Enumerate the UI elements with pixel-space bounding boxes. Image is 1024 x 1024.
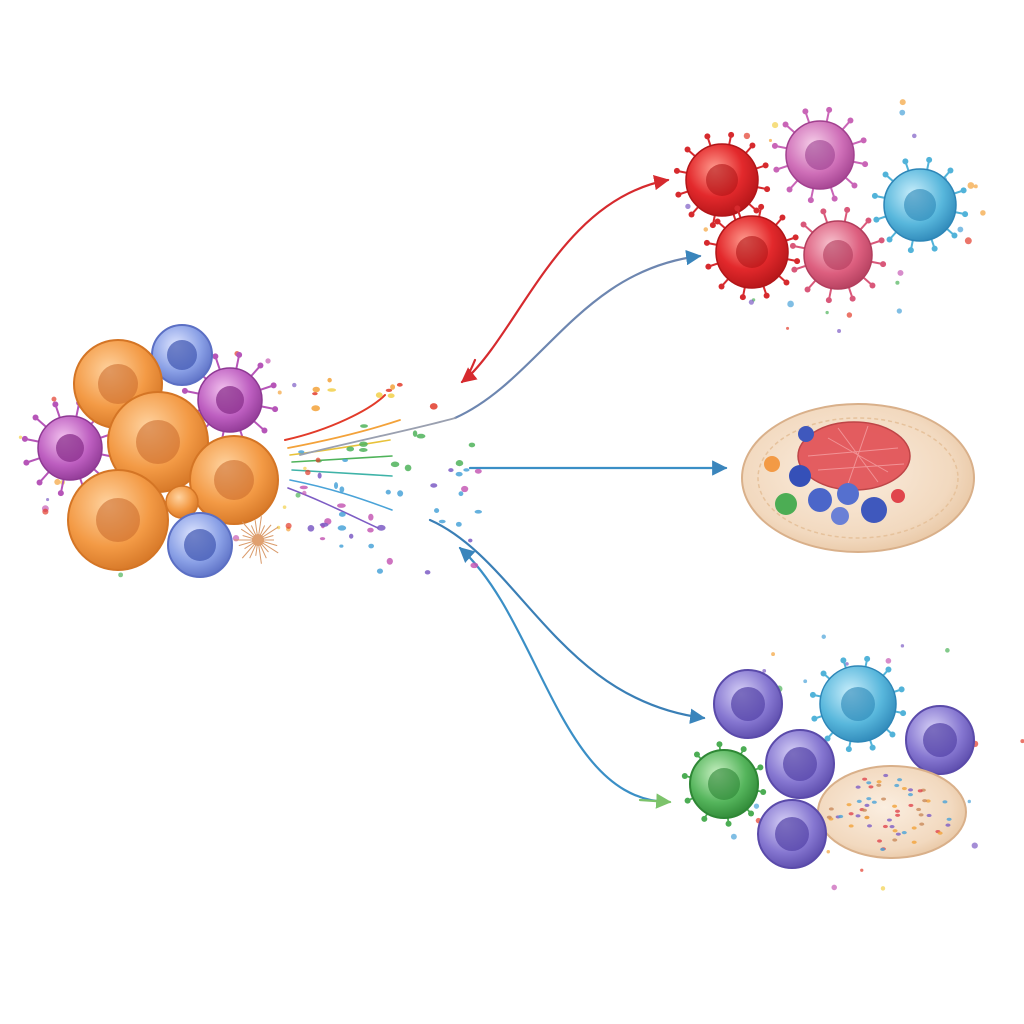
arrow-to-bottom-green-cell — [458, 546, 670, 804]
target-group-top — [673, 106, 969, 304]
source-cell-cluster — [21, 324, 279, 578]
arrow-bottom-green-head — [638, 793, 672, 809]
arrow-to-bottom-violet-cell — [428, 518, 706, 724]
target-group-bottom — [681, 655, 975, 869]
signal-line-green — [291, 455, 393, 463]
bottom-tissue-granules — [826, 773, 952, 851]
middle-tissue-nuclei — [764, 426, 905, 525]
top-cell-rose — [789, 206, 887, 304]
top-cell-cyan — [871, 156, 969, 254]
target-group-middle — [741, 403, 975, 553]
source-fibrous-cell — [234, 516, 279, 564]
source-round-cell-blue-top — [151, 324, 213, 386]
bottom-cell-violet-2 — [905, 705, 975, 775]
middle-tissue-mass — [741, 403, 975, 553]
source-round-cell-blue-bottom — [167, 512, 233, 578]
signal-line-gray — [299, 417, 456, 456]
signal-line-orange — [287, 419, 401, 449]
arrow-to-top-red-cell-return — [460, 358, 478, 384]
top-cell-magenta — [771, 106, 869, 204]
arrow-to-top-second-cell — [453, 249, 702, 420]
signal-line-red — [284, 394, 386, 441]
bottom-tissue-mass — [817, 765, 967, 859]
signal-particles — [18, 99, 1024, 891]
top-cell-red-upper — [673, 131, 771, 229]
arrows — [284, 174, 728, 809]
source-large-cell-3 — [189, 435, 279, 525]
source-spiky-cell-top — [181, 351, 279, 449]
bottom-cell-cyan-spiky — [809, 655, 907, 753]
bottom-cell-violet-4 — [757, 799, 827, 869]
source-large-cell-2 — [107, 391, 209, 493]
bottom-cell-violet-1 — [713, 669, 783, 739]
source-large-cell-4 — [67, 469, 169, 571]
signal-line-blue — [289, 479, 393, 511]
bottom-cell-green — [681, 741, 767, 827]
arrow-to-top-red-cell — [463, 174, 670, 382]
signal-line-purple — [287, 487, 379, 529]
signal-line-yellow — [289, 439, 391, 456]
bottom-cell-violet-3 — [765, 729, 835, 799]
top-cell-red-lower — [703, 203, 801, 301]
signal-line-teal — [291, 469, 393, 477]
